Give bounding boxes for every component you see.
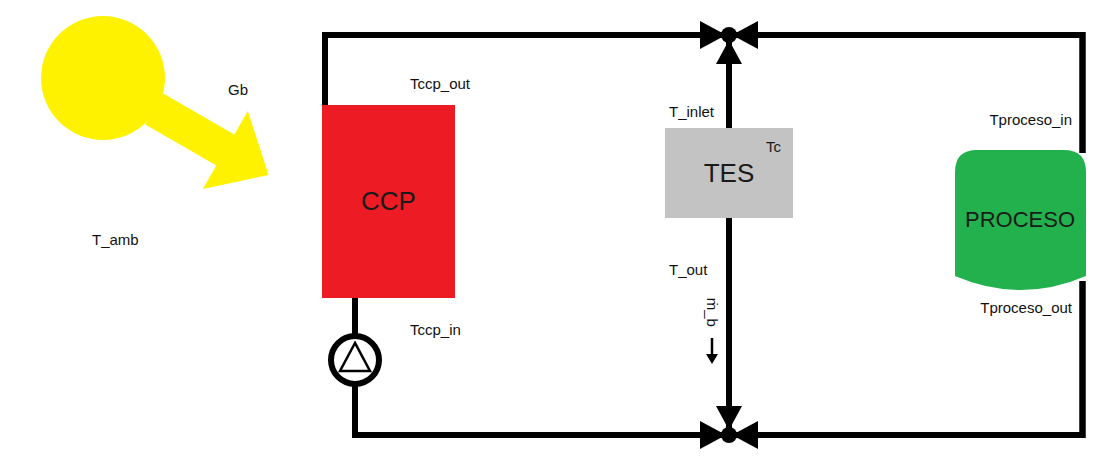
flow-arrow — [706, 338, 718, 364]
temperature-label: Tproceso_out — [980, 300, 1072, 317]
node-title: TES — [704, 158, 755, 189]
pump-symbol — [331, 336, 379, 384]
pipe-line — [355, 284, 1083, 435]
temperature-label: Tccp_out — [410, 76, 470, 93]
mass-flow-label: ṁ_b — [704, 297, 721, 326]
sun — [41, 16, 165, 140]
three-way-valve-bottom — [700, 406, 758, 449]
node-title: PROCESO — [965, 207, 1075, 233]
temperature-label: T_out — [669, 262, 707, 279]
radiation-arrow — [132, 70, 291, 214]
temperature-label: Tproceso_in — [989, 112, 1072, 129]
collector-box: CCP — [322, 105, 455, 298]
temperature-label: Tccp_in — [410, 322, 461, 339]
process-tank: PROCESO — [955, 150, 1086, 290]
node-title: CCP — [361, 186, 416, 217]
temperature-label: T_inlet — [669, 104, 714, 121]
irradiance-label: Gb — [228, 82, 248, 99]
node-variable: Tc — [766, 138, 781, 155]
three-way-valve-top — [700, 21, 758, 64]
storage-box: TES Tc — [665, 128, 793, 218]
ambient-label: T_amb — [92, 232, 139, 249]
